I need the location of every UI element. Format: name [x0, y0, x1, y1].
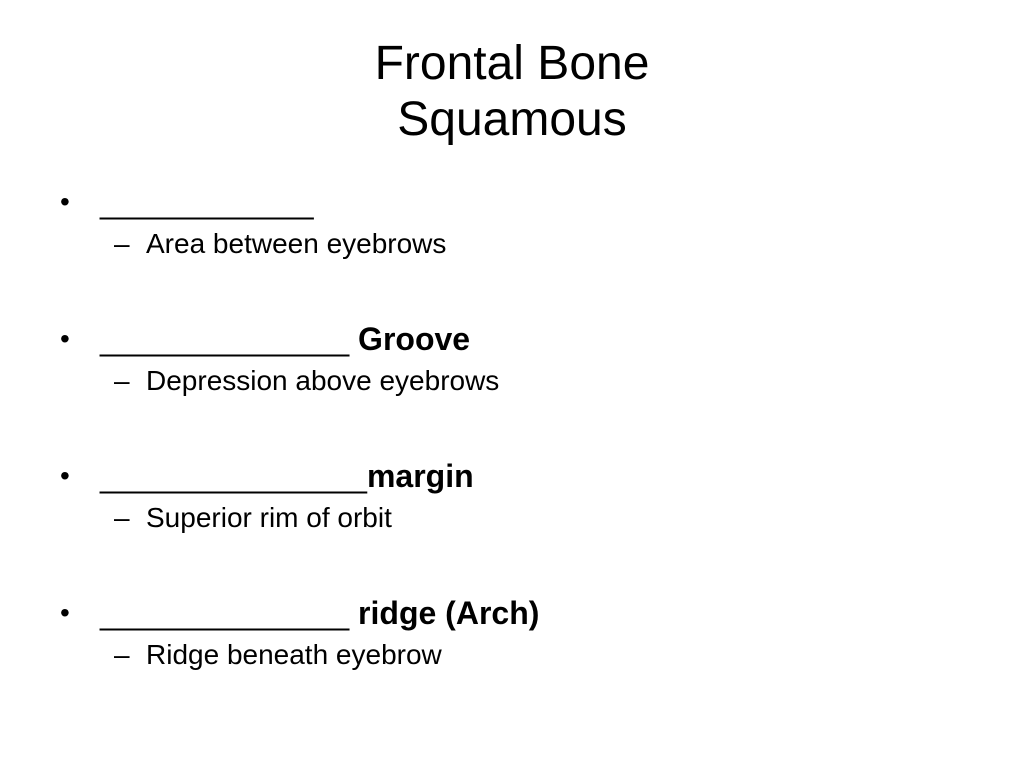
bullet-icon: • — [60, 597, 70, 628]
slide-title: Frontal Bone Squamous — [0, 36, 1024, 148]
fill-in-blank: ____________ — [100, 184, 314, 220]
list-item: • _______________margin – Superior rim o… — [60, 454, 980, 591]
bullet-term: ridge (Arch) — [349, 595, 540, 631]
bullet-line: • ______________ ridge (Arch) — [60, 591, 980, 635]
list-item: • ______________ Groove – Depression abo… — [60, 317, 980, 454]
bullet-list: • ____________ – Area between eyebrows •… — [60, 180, 980, 728]
bullet-text: _______________margin — [100, 454, 474, 498]
sub-bullet-line: – Superior rim of orbit — [60, 498, 980, 538]
bullet-text: ____________ — [100, 180, 314, 224]
sub-bullet-line: – Area between eyebrows — [60, 224, 980, 264]
bullet-text: ______________ Groove — [100, 317, 470, 361]
dash-icon: – — [114, 639, 130, 670]
dash-icon: – — [114, 502, 130, 533]
bullet-icon: • — [60, 323, 70, 354]
fill-in-blank: ______________ — [100, 321, 350, 357]
bullet-line: • _______________margin — [60, 454, 980, 498]
dash-icon: – — [114, 365, 130, 396]
bullet-term: margin — [366, 458, 474, 494]
sub-bullet-line: – Ridge beneath eyebrow — [60, 635, 980, 675]
sub-bullet-line: – Depression above eyebrows — [60, 361, 980, 401]
bullet-line: • ____________ — [60, 180, 980, 224]
sub-bullet-text: Area between eyebrows — [146, 228, 447, 259]
sub-bullet-text: Superior rim of orbit — [146, 502, 392, 533]
bullet-icon: • — [60, 186, 70, 217]
bullet-term: Groove — [349, 321, 471, 357]
bullet-text: ______________ ridge (Arch) — [100, 591, 539, 635]
title-line-1: Frontal Bone — [374, 37, 650, 90]
dash-icon: – — [114, 228, 130, 259]
list-item: • ____________ – Area between eyebrows — [60, 180, 980, 317]
fill-in-blank: ______________ — [100, 595, 350, 631]
list-item: • ______________ ridge (Arch) – Ridge be… — [60, 591, 980, 728]
bullet-line: • ______________ Groove — [60, 317, 980, 361]
bullet-icon: • — [60, 460, 70, 491]
sub-bullet-text: Ridge beneath eyebrow — [146, 639, 442, 670]
title-line-2: Squamous — [397, 93, 627, 146]
fill-in-blank: _______________ — [100, 458, 367, 494]
sub-bullet-text: Depression above eyebrows — [146, 365, 500, 396]
